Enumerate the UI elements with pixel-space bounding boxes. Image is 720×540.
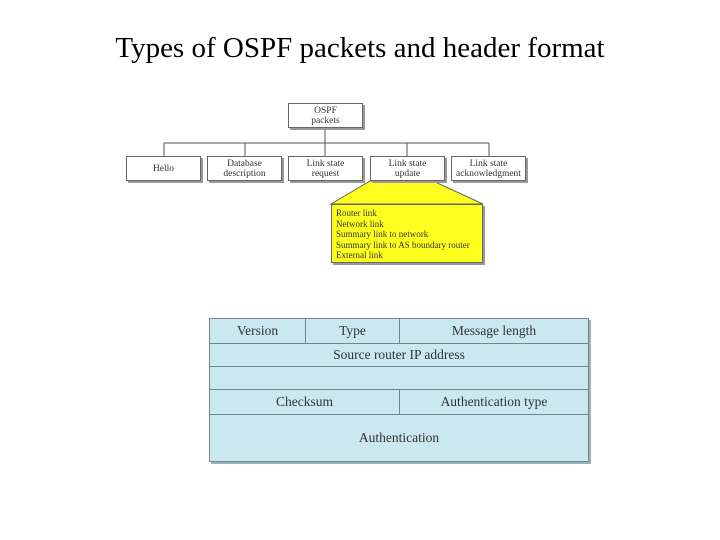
node-line: Database <box>227 158 262 169</box>
node-line: description <box>223 168 266 179</box>
lsa-network-link: Network link <box>336 218 384 229</box>
node-ospf-packets: OSPF packets <box>288 103 363 128</box>
field-version: Version <box>236 323 279 338</box>
node-line: acknowledgment <box>456 168 521 179</box>
lsa-summary-asbr: Summary link to AS boundary router <box>336 239 470 250</box>
node-line: update <box>394 168 421 179</box>
node-hello: Hello <box>126 156 201 181</box>
lsa-types-box: Router link Network link Summary link to… <box>331 204 483 263</box>
slide-title: Types of OSPF packets and header format <box>115 32 605 64</box>
row-divider <box>210 366 588 367</box>
node-line: Link state <box>306 158 345 169</box>
header-row-2: Source router IP address <box>210 344 588 366</box>
field-authentication-type: Authentication type <box>399 390 588 414</box>
node-line: packets <box>311 115 340 126</box>
row-divider <box>210 389 588 390</box>
tree-connectors <box>163 128 490 205</box>
node-link-state-update: Link state update <box>370 156 445 181</box>
node-link-state-acknowledgment: Link state acknowledgment <box>451 156 526 181</box>
update-callout <box>329 180 484 205</box>
node-line: request <box>311 168 340 179</box>
header-row-1: Version Type Message length <box>210 319 588 343</box>
node-database-description: Database description <box>207 156 282 181</box>
field-source-router-ip: Source router IP address <box>333 347 465 362</box>
node-line: Link state <box>469 158 508 169</box>
row-divider <box>210 414 588 415</box>
lsa-router-link: Router link <box>336 208 377 218</box>
field-authentication: Authentication <box>358 430 440 445</box>
field-type: Type <box>305 319 399 343</box>
header-row-4: Checksum Authentication type <box>210 390 588 414</box>
field-message-length: Message length <box>399 319 588 343</box>
header-row-3 <box>210 367 588 389</box>
row-divider <box>210 343 588 344</box>
ospf-header-format: Version Type Message length Source route… <box>209 318 589 462</box>
field-area-id <box>210 367 588 389</box>
node-line: Link state <box>388 158 427 169</box>
node-line: Hello <box>152 163 175 174</box>
header-row-5: Authentication <box>210 415 588 461</box>
node-line: OSPF <box>314 105 337 116</box>
lsa-external-link: External link <box>336 250 383 260</box>
lsa-summary-network: Summary link to network <box>336 229 429 239</box>
field-checksum: Checksum <box>276 394 333 409</box>
node-link-state-request: Link state request <box>288 156 363 181</box>
